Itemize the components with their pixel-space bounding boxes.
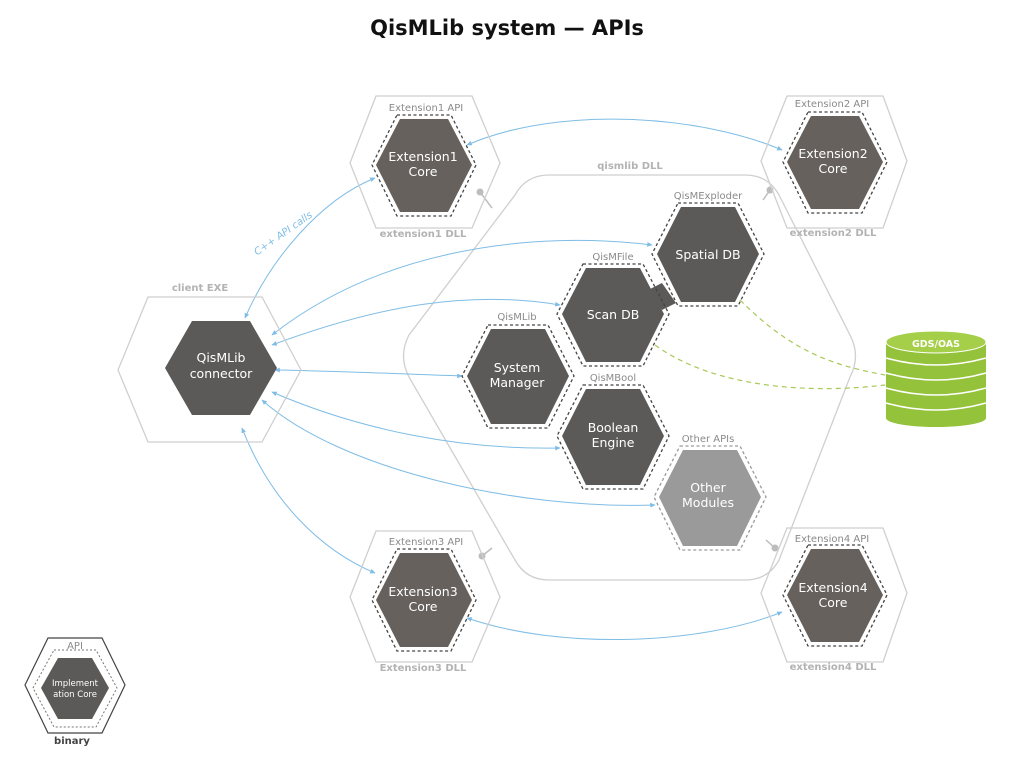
pin-icon (771, 544, 779, 552)
legend: API Implement ation Core binary (24, 637, 126, 747)
legend-api-label: API (67, 641, 83, 652)
module-other-modules-core-line-1: Other (690, 480, 726, 495)
client-core-line-2: connector (190, 366, 253, 381)
extension-2: Extension2 API Extension2 Core extension… (760, 95, 908, 239)
client-exe-outline (117, 296, 302, 443)
extension-4-core-line-1: Extension4 (798, 580, 867, 595)
page-title: QisMLib system — APIs (370, 16, 644, 40)
module-boolean-engine-api-label: QisMBool (590, 373, 636, 384)
extension-2-api-label: Extension2 API (795, 99, 869, 110)
module-other-modules: Other APIs Other Modules (653, 434, 767, 551)
extension-1-dll-label: extension1 DLL (380, 229, 467, 240)
extension-2-dll-label: extension2 DLL (790, 228, 877, 239)
legend-core-line-1: Implement (52, 679, 99, 689)
extension-1-core-line-2: Core (409, 164, 438, 179)
extension-4-core-line-2: Core (819, 595, 848, 610)
legend-api-outline (32, 649, 118, 728)
qismlib-dll-label: qismlib DLL (597, 161, 663, 172)
client-core-line-1: QisMLib (197, 350, 246, 365)
legend-binary-outline (24, 637, 126, 734)
scan-spatial-link (648, 283, 676, 310)
module-scan-db: QisMFile Scan DB (556, 252, 670, 367)
module-other-modules-core-line-2: Modules (682, 495, 734, 510)
module-scan-db-core: Scan DB (587, 307, 640, 322)
api-calls-label: C++ API calls (252, 210, 314, 258)
module-spatial-db-api-label: QisMExploder (674, 191, 743, 202)
extension-1-core-line-1: Extension1 (388, 149, 457, 164)
module-boolean-engine: QisMBool Boolean Engine (556, 373, 670, 490)
extension-3-dll-label: Extension3 DLL (380, 663, 467, 674)
module-scan-db-api-label: QisMFile (592, 252, 633, 263)
pin-icon (476, 188, 484, 196)
extension-4: Extension4 API Extension4 Core extension… (760, 527, 908, 673)
legend-core-line-2: ation Core (53, 690, 97, 700)
module-system-manager: QisMLib System Manager (461, 312, 575, 429)
extension-4-dll-label: extension4 DLL (790, 662, 877, 673)
client-connector-core (165, 321, 277, 415)
module-other-modules-api-label: Other APIs (682, 434, 735, 445)
module-system-manager-api-label: QisMLib (497, 312, 536, 323)
module-boolean-engine-core-line-1: Boolean (588, 420, 639, 435)
legend-core (41, 658, 109, 719)
database-links (654, 299, 886, 390)
extension-2-core-line-1: Extension2 (798, 146, 867, 161)
extension-1: Extension1 API Extension1 Core extension… (349, 95, 501, 240)
module-system-manager-core-line-2: Manager (490, 375, 546, 390)
module-boolean-engine-core-line-2: Engine (592, 435, 635, 450)
module-spatial-db-core: Spatial DB (675, 247, 740, 262)
extension-3-core-line-1: Extension3 (388, 584, 457, 599)
extension-3: Extension3 API Extension3 Core Extension… (349, 530, 501, 674)
extension-2-core-line-2: Core (819, 161, 848, 176)
extension-3-api-label: Extension3 API (389, 537, 463, 548)
client-exe-label: client EXE (172, 283, 228, 294)
module-spatial-db: QisMExploder Spatial DB (651, 191, 765, 307)
legend-binary-label: binary (54, 736, 90, 747)
client-exe: client EXE QisMLib connector (117, 283, 302, 443)
gds-oas-database: GDS/OAS (885, 330, 987, 427)
database-label: GDS/OAS (912, 339, 960, 350)
extension-4-api-label: Extension4 API (795, 534, 869, 545)
module-system-manager-core-line-1: System (494, 360, 541, 375)
extension-1-api-label: Extension1 API (389, 103, 463, 114)
connector-pins (476, 186, 779, 560)
extension-3-core-line-2: Core (409, 599, 438, 614)
